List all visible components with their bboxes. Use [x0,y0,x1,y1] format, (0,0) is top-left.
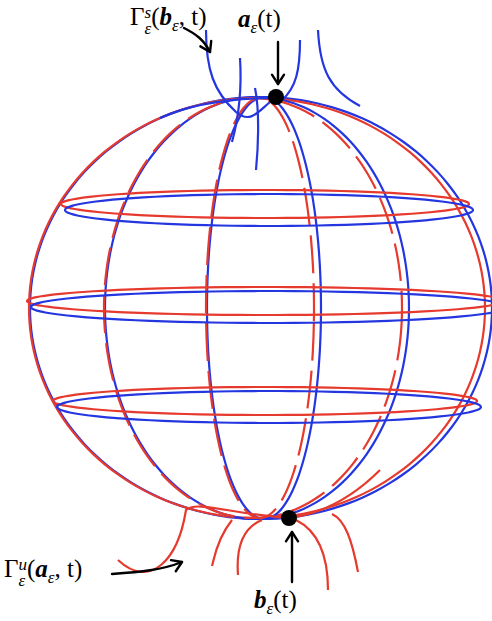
math-label: Γuε(aε, t) [4,556,82,589]
stable-manifold-curve [206,30,270,117]
latitude-blue [31,291,492,323]
latitude-blue [57,391,481,423]
unstable-manifold-curve [296,520,328,590]
meridian-blue [207,97,321,519]
stable-manifold-curve [160,98,276,118]
unstable-manifold-curve [212,520,232,566]
unstable-manifold-curve [238,520,262,575]
unstable-manifold-curve [118,506,289,572]
stable-manifold-curve [282,40,300,100]
leader-arrow [112,562,182,574]
unstable-manifold-curve [289,470,380,518]
equilibrium-point [268,89,284,105]
arrow-head [200,41,211,52]
meridian-red [104,98,402,518]
math-label: aε(t) [238,6,281,36]
stable-manifold-curve [255,88,258,170]
arrow-head [286,532,298,541]
equilibrium-point [281,510,297,526]
stable-manifold-curve [318,30,360,106]
leader-arrow [277,42,279,84]
math-label: bε(t) [254,587,297,617]
leader-arrow [291,532,293,582]
arrow-head [171,560,182,571]
wireframe [27,30,492,590]
unstable-manifold-curve [332,514,358,572]
latitude-blue [65,194,473,226]
meridian-blue [30,97,492,519]
math-label: Γsε(bε, t) [130,4,206,37]
meridian-red [206,98,314,518]
arrow-head [272,75,284,84]
